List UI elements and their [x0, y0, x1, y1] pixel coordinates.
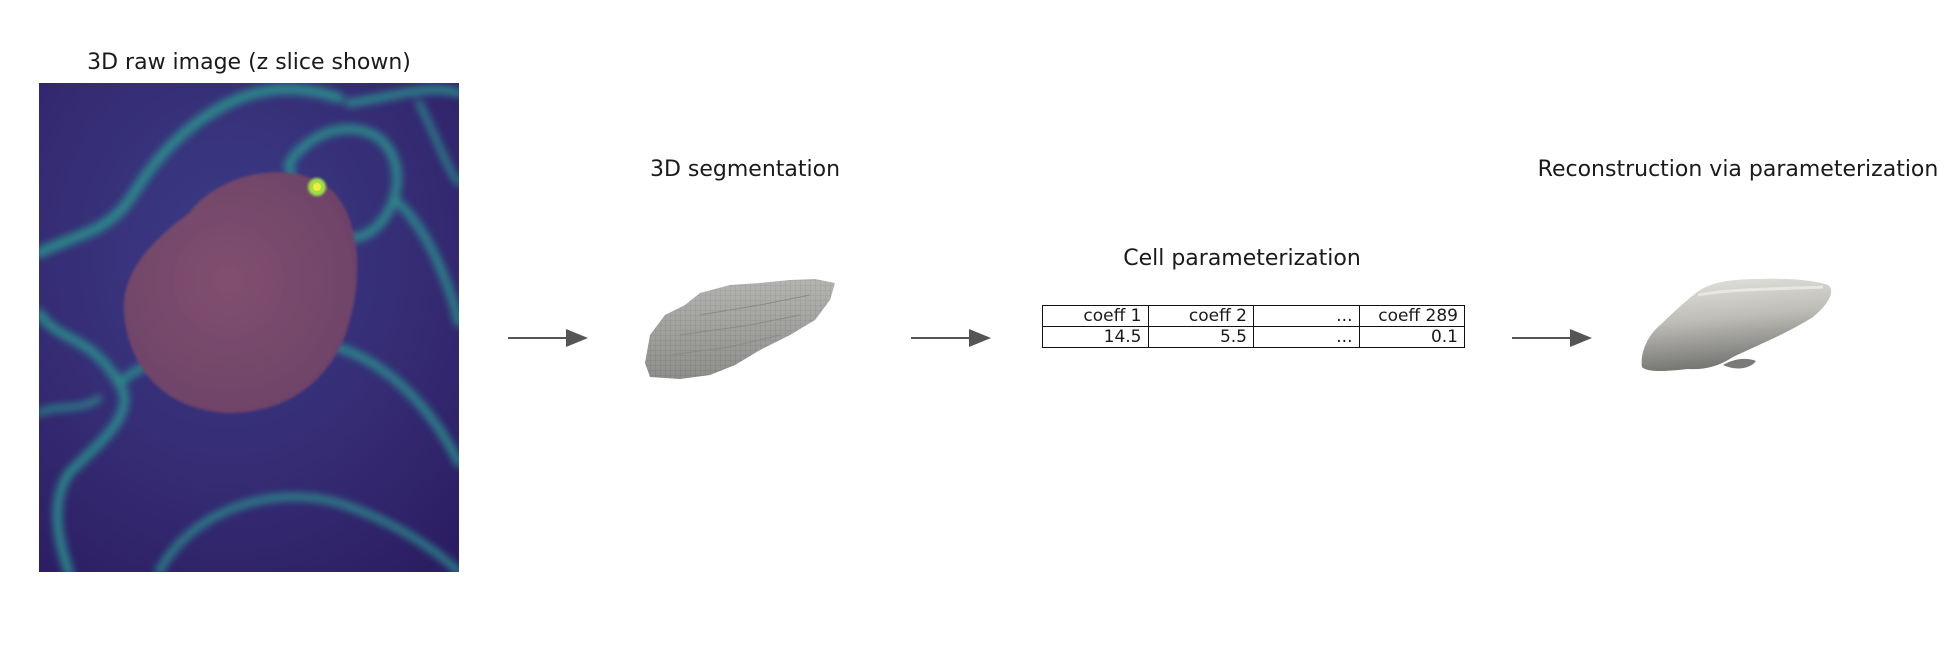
- coefficient-value-cell: 5.5: [1147, 326, 1254, 348]
- coefficient-value-cell: ...: [1253, 326, 1360, 348]
- arrow-2: [911, 329, 991, 347]
- segmentation-voxel-shape: [645, 279, 835, 379]
- parameterization-title: Cell parameterization: [1123, 246, 1361, 271]
- coefficient-header-cell: ...: [1253, 305, 1360, 327]
- raw-image-title: 3D raw image (z slice shown): [87, 50, 411, 75]
- coefficient-header-cell: coeff 289: [1358, 305, 1465, 327]
- coefficient-value-row: 14.5 5.5 ... 0.1: [1042, 326, 1465, 348]
- reconstruction-smooth-shape: [1641, 278, 1832, 371]
- coefficient-header-row: coeff 1 coeff 2 ... coeff 289: [1042, 305, 1465, 327]
- coefficient-table: coeff 1 coeff 2 ... coeff 289 14.5 5.5 .…: [1042, 305, 1465, 348]
- coefficient-header-cell: coeff 2: [1147, 305, 1254, 327]
- arrow-3: [1512, 329, 1592, 347]
- arrow-1: [508, 329, 588, 347]
- coefficient-value-cell: 0.1: [1358, 326, 1465, 348]
- coefficient-value-cell: 14.5: [1042, 326, 1149, 348]
- segmentation-title: 3D segmentation: [649, 157, 841, 182]
- coefficient-header-cell: coeff 1: [1042, 305, 1149, 327]
- raw-image-slice: [39, 83, 459, 572]
- reconstruction-title: Reconstruction via parameterization: [1537, 157, 1939, 182]
